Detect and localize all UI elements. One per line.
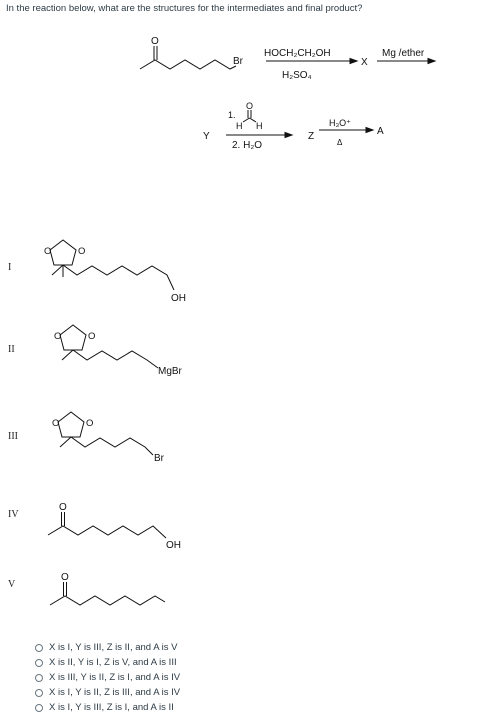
structure-ii-substituent: MgBr — [158, 366, 183, 377]
answer-option-1[interactable]: X is I, Y is III, Z is II, and A is V — [35, 640, 180, 655]
step1-reagent-bottom: H₂SO₄ — [282, 70, 312, 81]
step4-reagent-top: H₃O⁺ — [329, 118, 351, 128]
answer-option-label: X is I, Y is II, Z is III, and A is IV — [49, 687, 181, 698]
product-a-label: A — [377, 126, 384, 137]
answer-option-label: X is I, Y is III, Z is I, and A is II — [49, 702, 174, 713]
structure-iii-drawing — [57, 411, 154, 456]
answer-option-5[interactable]: X is I, Y is III, Z is I, and A is II — [35, 700, 180, 715]
aldehyde-h-left: H — [236, 121, 243, 131]
structure-iii-ring-o2: O — [86, 418, 93, 429]
radio-button[interactable] — [35, 673, 43, 682]
step3-reagent-2: 2. H₂O — [232, 140, 262, 151]
formaldehyde — [242, 110, 257, 123]
step1-reagent-top: HOCH₂CH₂OH — [264, 48, 331, 59]
radio-button[interactable] — [35, 643, 43, 652]
radio-button[interactable] — [35, 703, 43, 712]
answer-option-2[interactable]: X is II, Y is I, Z is V, and A is III — [35, 655, 180, 670]
structure-iv-carbonyl-o: O — [59, 502, 67, 513]
structure-iv-substituent: OH — [166, 540, 181, 551]
step4-reagent-bottom: Δ — [337, 138, 343, 147]
start-bromo-label: Br — [233, 56, 244, 67]
structure-iv-numeral: IV — [8, 509, 19, 520]
answer-options: X is I, Y is III, Z is II, and A is V X … — [35, 640, 180, 715]
structure-ii-ring-o2: O — [88, 331, 95, 342]
intermediate-z-label: Z — [308, 131, 314, 142]
structure-ii-drawing — [59, 324, 159, 369]
intermediate-x-label: X — [361, 57, 368, 68]
structure-i-drawing — [49, 239, 175, 291]
structure-i-substituent: OH — [171, 293, 186, 304]
structure-v-numeral: V — [8, 579, 16, 590]
answer-option-label: X is III, Y is II, Z is I, and A is IV — [49, 672, 181, 683]
structure-ii-numeral: II — [8, 344, 15, 355]
step3-reagent-1: 1. — [228, 110, 236, 120]
radio-button[interactable] — [35, 658, 43, 667]
structure-iv-drawing — [47, 512, 167, 539]
reaction-scheme: HOCH₂CH₂OH O Br HOCH₂CH₂OH H₂SO₄ X Mg /e… — [44, 36, 437, 606]
structure-iii-substituent: Br — [154, 453, 165, 464]
structure-i-numeral: I — [8, 262, 12, 273]
answer-option-label: X is I, Y is III, Z is II, and A is V — [49, 642, 178, 653]
radio-button[interactable] — [35, 688, 43, 697]
structure-ii-ring-o1: O — [54, 331, 61, 342]
structure-i-ring-o1: O — [44, 246, 51, 257]
intermediate-y-label: Y — [203, 131, 210, 142]
aldehyde-oxygen: O — [246, 101, 253, 111]
structure-v-drawing — [49, 582, 166, 606]
answer-option-3[interactable]: X is III, Y is II, Z is I, and A is IV — [35, 670, 180, 685]
structure-i-ring-o2: O — [78, 246, 85, 257]
structure-iii-ring-o1: O — [52, 418, 59, 429]
structure-v-carbonyl-o: O — [61, 572, 69, 583]
structure-iii-numeral: III — [8, 431, 18, 442]
question-text: In the reaction below, what are the stru… — [6, 3, 363, 14]
aldehyde-h-right: H — [256, 121, 263, 131]
step2-reagent: Mg /ether — [382, 48, 425, 59]
starting-material — [139, 46, 237, 70]
answer-option-label: X is II, Y is I, Z is V, and A is III — [49, 657, 177, 668]
start-carbonyl-oxygen: O — [151, 36, 159, 47]
answer-option-4[interactable]: X is I, Y is II, Z is III, and A is IV — [35, 685, 180, 700]
